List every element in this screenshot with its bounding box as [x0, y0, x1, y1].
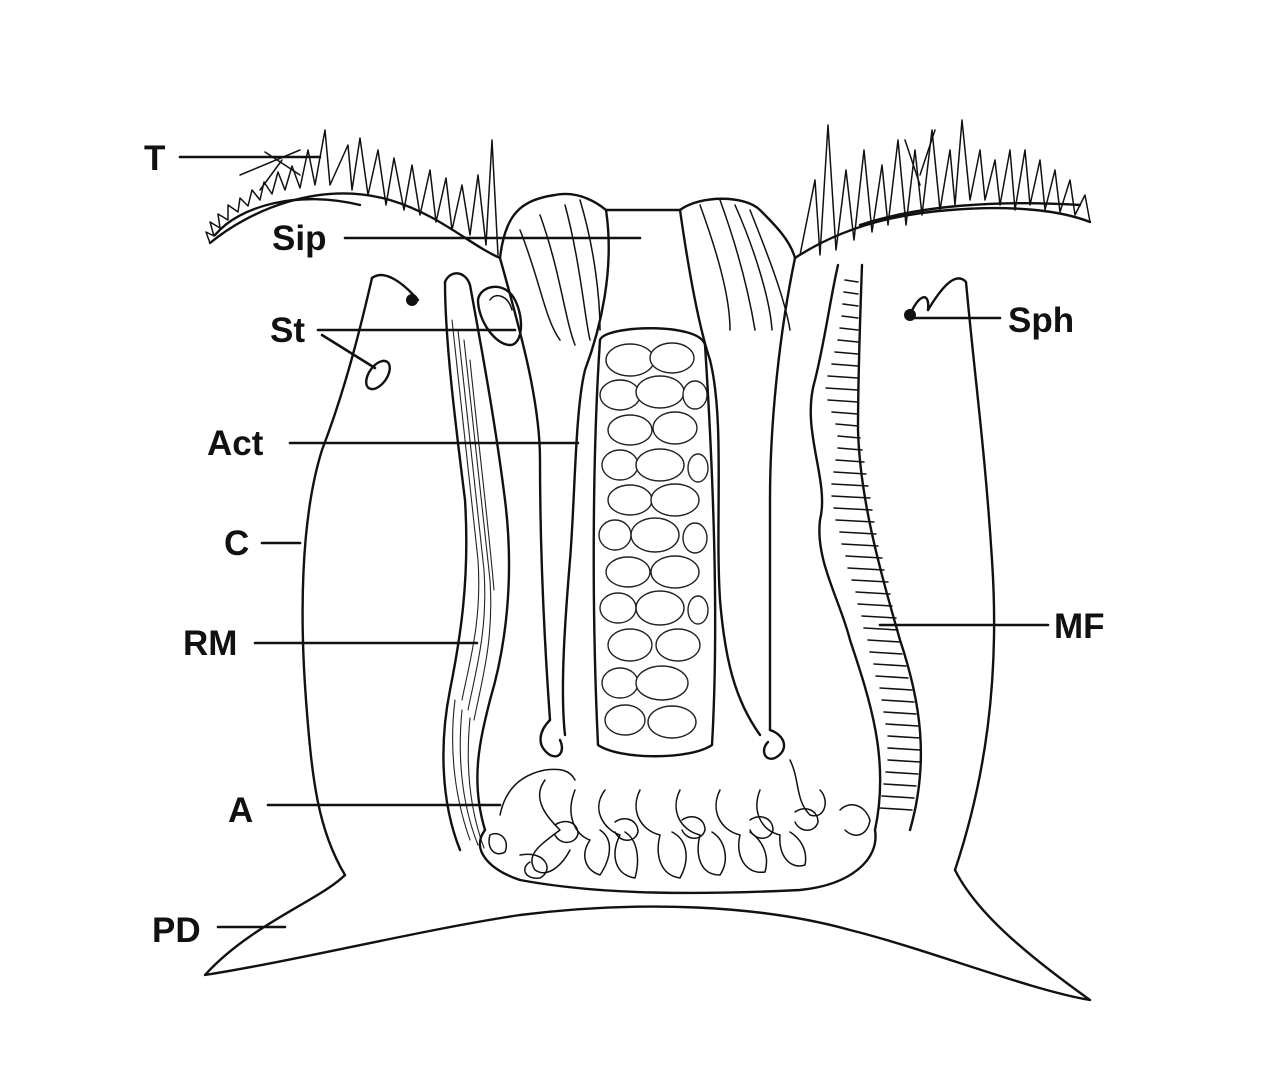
label-sphincter: Sph [1008, 301, 1074, 340]
sphincter-right-fold [908, 296, 930, 317]
acontia [478, 718, 877, 895]
left-mesentery [442, 272, 523, 852]
stoma-oval [365, 359, 391, 391]
tentacles [205, 119, 1092, 260]
sphincter-left-dot [406, 294, 418, 306]
label-column: C [224, 524, 249, 563]
label-pedal-disc: PD [152, 911, 201, 950]
label-stomodaeum: St [270, 311, 305, 350]
pedal-disc [203, 868, 1092, 1002]
label-retractor-muscle: RM [183, 624, 237, 663]
label-acontia: A [228, 791, 253, 830]
label-mesenterial-filament: MF [1054, 607, 1105, 646]
leader-lines [178, 155, 1050, 929]
actinopharynx [498, 192, 797, 737]
label-actinopharynx: Act [207, 424, 264, 463]
body-wall-right [926, 277, 996, 872]
label-tentacle: T [144, 139, 165, 178]
body-wall-left [301, 276, 374, 877]
right-mesentery [809, 263, 923, 832]
label-siphonoglyph: Sip [272, 219, 326, 258]
egg-mass [592, 327, 717, 758]
